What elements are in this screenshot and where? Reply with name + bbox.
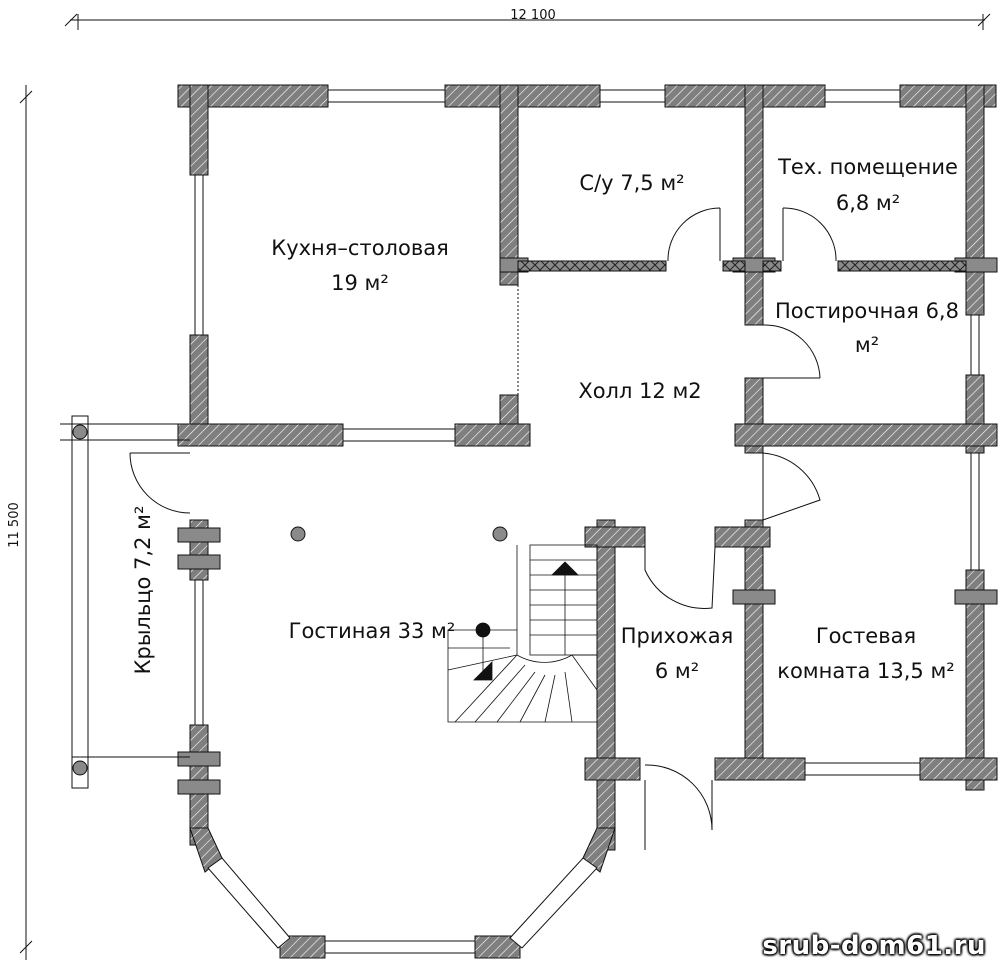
windows <box>194 89 980 954</box>
hall-label: Холл 12 м2 <box>578 379 701 403</box>
laundry-name-label: Постирочная 6,8 <box>775 299 959 323</box>
width-dimension-label: 12 100 <box>510 8 556 23</box>
porch <box>60 415 190 789</box>
bathroom-label: С/у 7,5 м² <box>579 171 684 195</box>
walls <box>177 84 998 959</box>
tech-room-name-label: Тех. помещение <box>777 155 958 179</box>
kitchen-name-label: Кухня–столовая <box>271 236 448 260</box>
entry-name-label: Прихожая <box>621 624 733 648</box>
partitions <box>517 260 967 272</box>
laundry-area-label: м² <box>855 333 879 357</box>
guest-room-area-label: комната 13,5 м² <box>777 659 954 683</box>
tech-room-area-label: 6,8 м² <box>836 191 900 215</box>
kitchen-area-label: 19 м² <box>331 271 389 295</box>
guest-room-name-label: Гостевая <box>816 624 916 648</box>
entry-area-label: 6 м² <box>655 659 699 683</box>
living-room-label: Гостиная 33 м² <box>289 619 456 643</box>
staircase <box>447 544 598 723</box>
watermark: srub-dom61.ru <box>762 931 986 961</box>
dimension-lines <box>19 13 991 960</box>
height-dimension-label: 11 500 <box>7 502 22 548</box>
columns <box>290 526 508 542</box>
porch-label: Крыльцо 7,2 м² <box>131 506 155 675</box>
doors <box>129 207 837 850</box>
